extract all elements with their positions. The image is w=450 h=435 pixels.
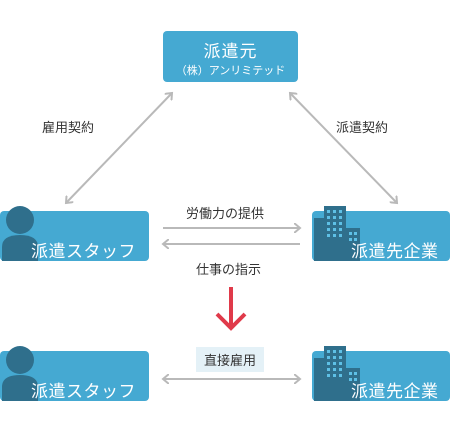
down-arrow-icon xyxy=(215,287,247,331)
staff-label-top: 派遣スタッフ xyxy=(31,242,136,262)
building-icon xyxy=(314,346,360,401)
employment-contract-arrow xyxy=(66,93,172,203)
staff-label-bottom: 派遣スタッフ xyxy=(31,382,136,402)
dispatcher-title: 派遣元 xyxy=(203,42,258,62)
dispatcher-subtitle: （株）アンリミテッド xyxy=(175,64,286,77)
dispatcher-box: 派遣元 （株）アンリミテッド xyxy=(163,31,298,82)
client-label-bottom: 派遣先企業 xyxy=(351,382,439,402)
building-icon xyxy=(314,206,360,261)
work-instructions-label: 仕事の指示 xyxy=(196,263,262,278)
employment-contract-label: 雇用契約 xyxy=(42,121,95,136)
person-icon xyxy=(2,346,38,401)
dispatch-contract-arrow xyxy=(290,93,397,203)
person-icon xyxy=(2,206,38,261)
labor-provision-label: 労働力の提供 xyxy=(186,207,265,222)
client-label-top: 派遣先企業 xyxy=(351,242,439,262)
dispatch-contract-label: 派遣契約 xyxy=(336,121,389,136)
direct-employment-tag: 直接雇用 xyxy=(196,347,265,372)
